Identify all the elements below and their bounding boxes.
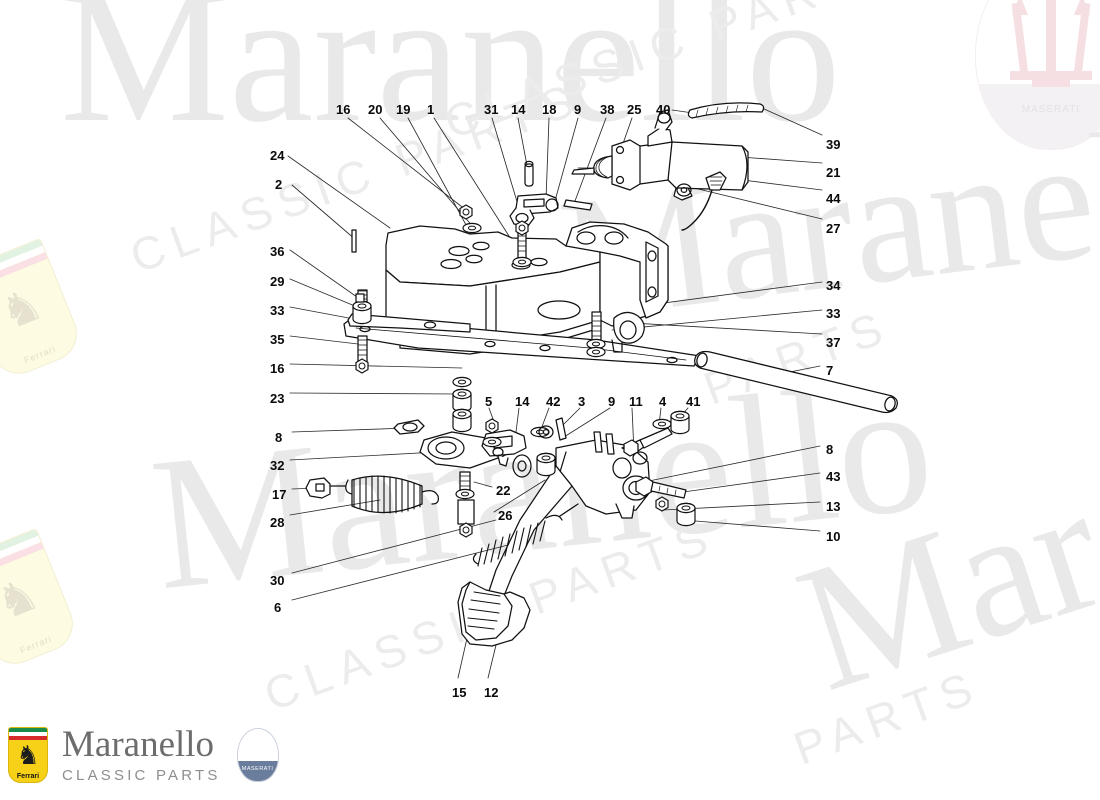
callout-number-35: 35: [270, 332, 285, 347]
bushing-stack: [452, 376, 472, 433]
return-spring-lower: [472, 503, 579, 567]
pin-item-36: [355, 293, 365, 303]
callout-number-25: 25: [627, 102, 642, 117]
clevis-fork: [509, 160, 593, 227]
brake-pedal-pad: [457, 581, 531, 647]
callout-number-3: 3: [578, 394, 586, 409]
callout-number-4: 4: [659, 394, 667, 409]
callout-number-23: 23: [270, 391, 285, 406]
callout-number-13: 13: [826, 499, 841, 514]
callout-number-1: 1: [427, 102, 435, 117]
callout-number-9: 9: [608, 394, 616, 409]
callout-number-40: 40: [656, 102, 671, 117]
callout-number-32: 32: [270, 458, 285, 473]
callout-number-16: 16: [270, 361, 285, 376]
callout-number-39: 39: [826, 137, 841, 152]
tube-item-7: [694, 350, 898, 414]
maserati-logo-label: MASERATI: [241, 765, 274, 772]
site-branding: ♞ Ferrari Maranello CLASSIC PARTS: [8, 724, 279, 784]
callout-number-29: 29: [270, 274, 285, 289]
callout-number-2: 2: [275, 177, 283, 192]
brand-name: Maranello: [62, 724, 215, 765]
callout-number-22: 22: [496, 483, 511, 498]
return-spring-upper: [305, 475, 439, 514]
callout-number-9: 9: [574, 102, 582, 117]
callout-number-28: 28: [270, 515, 285, 530]
callout-number-5: 5: [485, 394, 493, 409]
master-cylinder: [571, 102, 765, 231]
bolt-stack-right: [586, 311, 645, 358]
callout-number-19: 19: [396, 102, 411, 117]
callout-number-34: 34: [826, 278, 841, 293]
callout-number-18: 18: [542, 102, 557, 117]
callout-number-7: 7: [826, 363, 834, 378]
small-fasteners-top: [351, 204, 532, 268]
callout-number-16: 16: [336, 102, 351, 117]
small-clevis: [481, 417, 567, 467]
callout-number-17: 17: [272, 487, 287, 502]
callout-number-37: 37: [826, 335, 841, 350]
callout-number-8: 8: [275, 430, 283, 445]
fasteners-right-upper: [621, 410, 690, 457]
callout-number-42: 42: [546, 394, 561, 409]
callout-number-30: 30: [270, 573, 285, 588]
callout-number-11: 11: [629, 394, 643, 409]
callout-number-20: 20: [368, 102, 383, 117]
callout-number-15: 15: [452, 685, 467, 700]
callout-number-31: 31: [484, 102, 499, 117]
callout-number-43: 43: [826, 469, 841, 484]
ferrari-logo-label: Ferrari: [16, 772, 40, 780]
ferrari-logo: ♞ Ferrari: [8, 726, 48, 783]
pivot-bolt-assembly: [455, 452, 556, 538]
fasteners-right-lower: [635, 476, 696, 527]
callout-number-38: 38: [600, 102, 615, 117]
callout-number-12: 12: [484, 685, 499, 700]
callout-number-10: 10: [826, 529, 841, 544]
callout-number-8: 8: [826, 442, 834, 457]
callout-number-33: 33: [826, 306, 841, 321]
callout-number-21: 21: [826, 165, 841, 180]
callout-number-27: 27: [826, 221, 841, 236]
brand-tagline: CLASSIC PARTS: [62, 766, 221, 784]
callout-number-41: 41: [686, 394, 701, 409]
pedal-box-housing: [385, 221, 669, 355]
callout-number-24: 24: [270, 148, 285, 163]
prancing-horse-icon: ♞: [16, 739, 40, 770]
callout-number-14: 14: [515, 394, 530, 409]
callout-number-6: 6: [274, 600, 282, 615]
callout-number-44: 44: [826, 191, 841, 206]
callout-number-33: 33: [270, 303, 285, 318]
callout-number-14: 14: [511, 102, 526, 117]
callout-number-26: 26: [498, 508, 513, 523]
brand-wordmark: Maranello CLASSIC PARTS: [62, 724, 221, 784]
callout-number-36: 36: [270, 244, 285, 259]
leader-lines: [287, 107, 823, 679]
maserati-logo: MASERATI: [236, 727, 279, 782]
